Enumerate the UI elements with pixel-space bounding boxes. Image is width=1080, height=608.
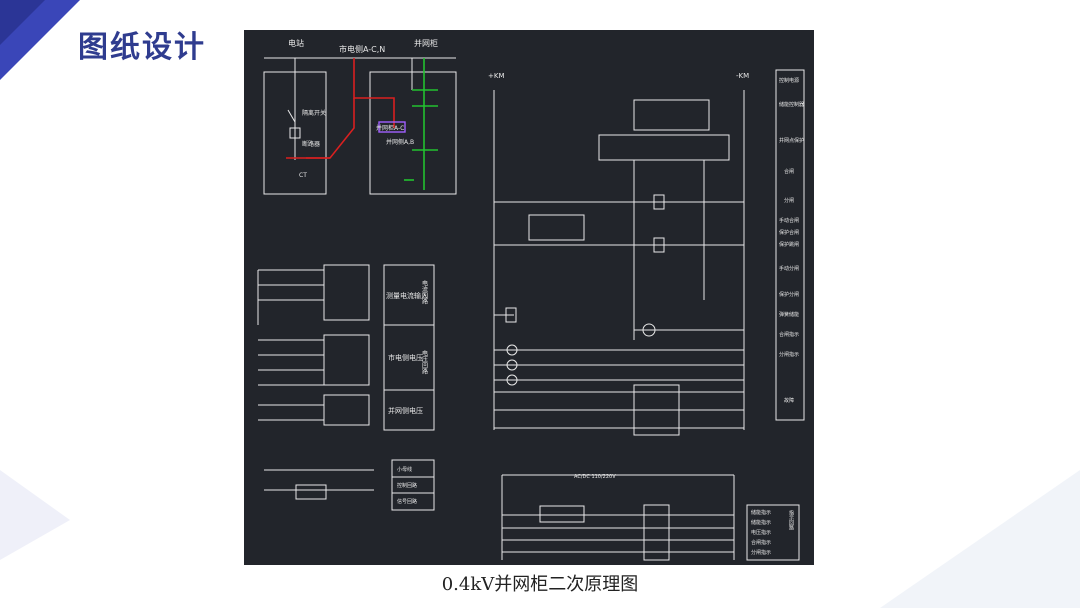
br-2: 电压指示 — [751, 529, 771, 536]
tl-label-0: 隔离开关 — [302, 109, 326, 117]
br-3: 合闸指示 — [751, 539, 771, 546]
top-label-grid: 市电侧A-C,N — [339, 44, 385, 54]
rp-0: 控制电源 — [779, 77, 799, 84]
bottom-right-legend-box — [746, 504, 800, 561]
tl-label-2: CT — [299, 172, 307, 179]
bottom-right-legend-labels: 储能指示 储能指示 电压指示 合闸指示 分闸指示 指示回路 — [751, 509, 794, 556]
relay-box — [378, 121, 406, 133]
bl-0: 小母线 — [397, 466, 412, 473]
tr-label-0: 并网柜A-C — [376, 124, 404, 132]
br-4: 分闸指示 — [751, 549, 771, 556]
rp-7: 保护跳闸 — [779, 241, 799, 248]
br-0: 储能指示 — [751, 509, 771, 516]
rp-10: 弹簧储能 — [779, 311, 799, 318]
left-decoration-shape — [0, 470, 70, 560]
rp-1: 储能控制器 — [779, 101, 804, 108]
rp-3: 合闸 — [784, 168, 794, 175]
current-side-label: 电流回路 — [421, 279, 428, 305]
corner-accent-triangle-inner — [0, 0, 45, 45]
bl-1: 控制回路 — [397, 482, 417, 489]
rp-8: 手动分闸 — [779, 265, 799, 272]
bottom-left-legend-box — [391, 459, 435, 511]
top-label-cabinet: 并网柜 — [414, 38, 438, 48]
right-panel-labels: 控制电源 储能控制器 并网点保护 合闸 分闸 手动合闸 保护合闸 保护跳闸 手动… — [779, 77, 804, 404]
slide-title: 图纸设计 — [78, 30, 206, 65]
terminal-plus-km: +KM — [488, 72, 505, 80]
top-right-box — [369, 71, 457, 195]
br-1: 储能指示 — [751, 519, 771, 526]
rp-9: 保护分闸 — [779, 291, 799, 298]
tr-label-1: 并网侧A,B — [386, 138, 414, 146]
voltage-side-label: 电压回路 — [421, 349, 428, 375]
ct-box-label: 测量电流输入 — [386, 291, 428, 300]
rp-4: 分闸 — [784, 197, 794, 204]
rp-2: 并网点保护 — [779, 137, 804, 144]
voltage-label-cabinet: 并网侧电压 — [388, 406, 423, 415]
right-panel — [775, 69, 805, 421]
diagram-caption: 0.4kV并网柜二次原理图 — [441, 574, 639, 595]
voltage-label-grid: 市电侧电压 — [388, 353, 423, 362]
rp-6: 保护合闸 — [779, 229, 799, 236]
br-side: 指示回路 — [788, 509, 794, 531]
schematic-drawing: 电站 市电侧A-C,N 并网柜 隔离开关 断路器 CT 并网柜A-C 并网侧A,… — [244, 30, 814, 565]
green-wiring — [404, 58, 438, 190]
schematic-svg: 电站 市电侧A-C,N 并网柜 隔离开关 断路器 CT 并网柜A-C 并网侧A,… — [257, 38, 805, 561]
bottom-right-decoration-shape — [880, 470, 1080, 608]
ac-label: AC/DC 110/220V — [574, 474, 616, 480]
rp-5: 手动合闸 — [779, 217, 799, 224]
top-label-station: 电站 — [288, 38, 304, 48]
terminal-minus-km: -KM — [736, 72, 749, 80]
rp-11: 合闸指示 — [779, 331, 799, 338]
bl-2: 信号回路 — [397, 498, 417, 505]
label-box — [383, 264, 435, 431]
rp-13: 故障 — [784, 397, 794, 404]
tl-label-1: 断路器 — [302, 140, 320, 148]
red-wiring — [286, 58, 395, 159]
rp-12: 分闸指示 — [779, 351, 799, 358]
bottom-left-legend-labels: 小母线 控制回路 信号回路 — [397, 466, 417, 505]
